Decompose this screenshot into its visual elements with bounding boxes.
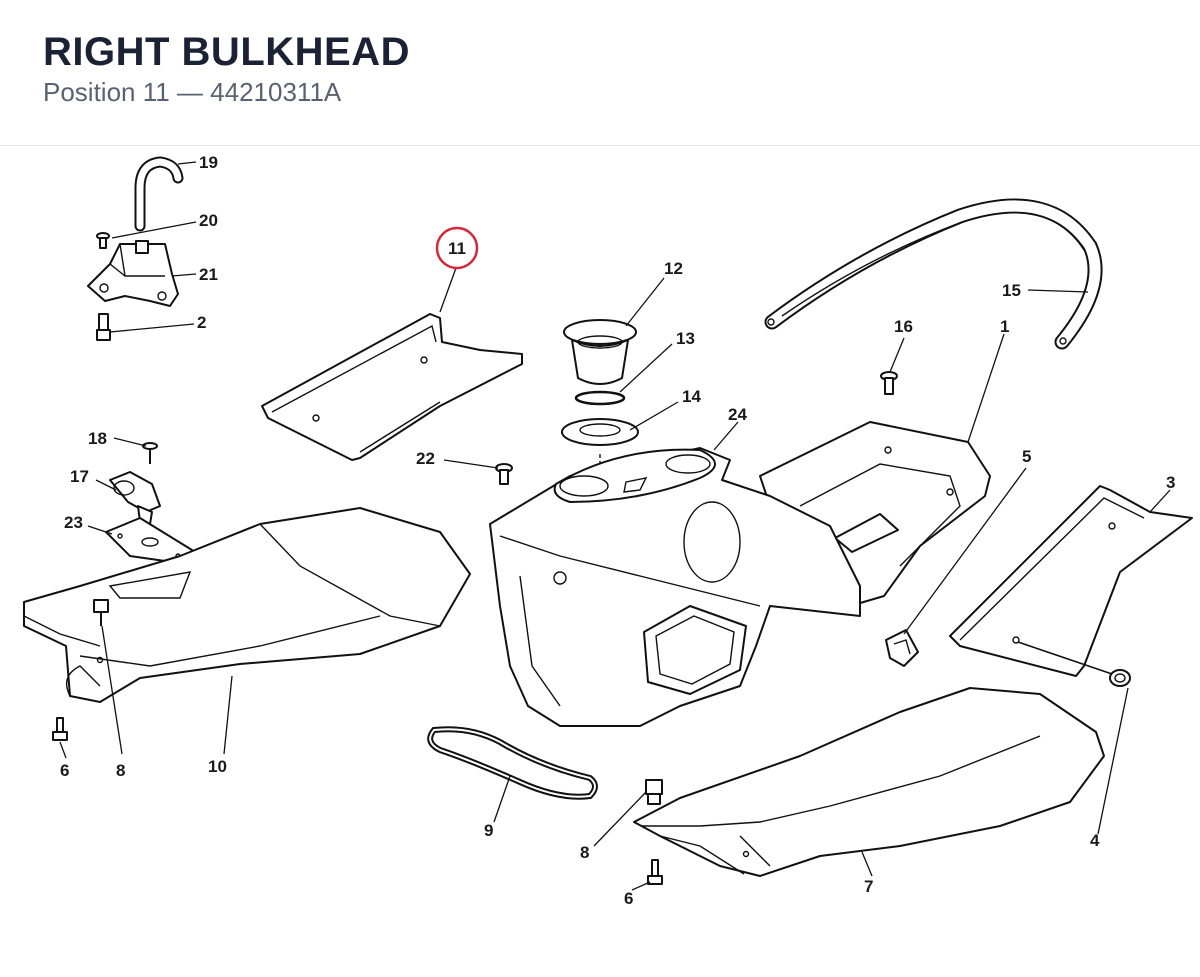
callout-21: 21 xyxy=(199,265,218,284)
screw-part-6-right xyxy=(647,859,663,885)
air-duct-part-10 xyxy=(23,507,471,703)
callout-20: 20 xyxy=(199,211,218,230)
callout-14: 14 xyxy=(682,387,701,406)
callout-16: 16 xyxy=(894,317,913,336)
callout-12: 12 xyxy=(664,259,683,278)
panel-part-3 xyxy=(949,485,1193,677)
clip-part-17 xyxy=(109,471,161,525)
nut-part-8-left xyxy=(93,599,109,626)
o-ring-part-13 xyxy=(574,390,626,406)
callout-4: 4 xyxy=(1090,831,1100,850)
seal-loop-part-9 xyxy=(427,726,598,800)
callout-10: 10 xyxy=(208,757,227,776)
page-title: RIGHT BULKHEAD xyxy=(43,30,410,74)
callout-23: 23 xyxy=(64,513,83,532)
callout-6-right: 6 xyxy=(624,889,633,908)
callout-17: 17 xyxy=(70,467,89,486)
page-subtitle: Position 11 — 44210311A xyxy=(43,77,342,107)
leader-lines xyxy=(59,161,1171,891)
main-body-part-24 xyxy=(489,447,861,727)
bulkhead-part-11 xyxy=(261,313,523,461)
highlight-ring-11 xyxy=(435,226,479,270)
bolt-part-2 xyxy=(96,313,111,341)
callout-2: 2 xyxy=(197,313,206,332)
callout-6-left: 6 xyxy=(60,761,69,780)
callout-3: 3 xyxy=(1166,473,1175,492)
page-header: RIGHT BULKHEAD Position 11 — 44210311A xyxy=(0,0,1200,146)
trim-strip-part-15 xyxy=(764,198,1103,350)
callout-19: 19 xyxy=(199,153,218,172)
screw-part-22 xyxy=(495,463,513,485)
fastener-part-16 xyxy=(880,371,898,395)
fastener-part-4 xyxy=(1017,641,1131,687)
exploded-parts-diagram: 19 20 21 2 11 12 13 14 24 15 16 1 18 17 … xyxy=(0,146,1200,972)
nut-part-8-right xyxy=(645,779,663,805)
screw-part-6-left xyxy=(52,717,68,741)
callout-15: 15 xyxy=(1002,281,1021,300)
callout-5: 5 xyxy=(1022,447,1031,466)
callout-9: 9 xyxy=(484,821,493,840)
callout-13: 13 xyxy=(676,329,695,348)
callout-24: 24 xyxy=(728,405,747,424)
seal-part-14 xyxy=(561,418,639,472)
callout-8-left: 8 xyxy=(116,761,125,780)
callout-11: 11 xyxy=(448,239,466,258)
filler-neck-part-12 xyxy=(563,319,637,385)
bracket-part-21 xyxy=(87,240,179,307)
callout-22: 22 xyxy=(416,449,435,468)
callout-1: 1 xyxy=(1000,317,1009,336)
callout-18: 18 xyxy=(88,429,107,448)
callout-labels: 19 20 21 2 11 12 13 14 24 15 16 1 18 17 … xyxy=(60,153,1175,908)
callout-7: 7 xyxy=(864,877,873,896)
screw-part-18 xyxy=(142,442,158,464)
callout-8-right: 8 xyxy=(580,843,589,862)
screw-part-20 xyxy=(96,232,110,249)
air-duct-part-7 xyxy=(633,687,1105,877)
clip-part-5 xyxy=(885,629,919,667)
hose-part-19 xyxy=(134,156,184,232)
